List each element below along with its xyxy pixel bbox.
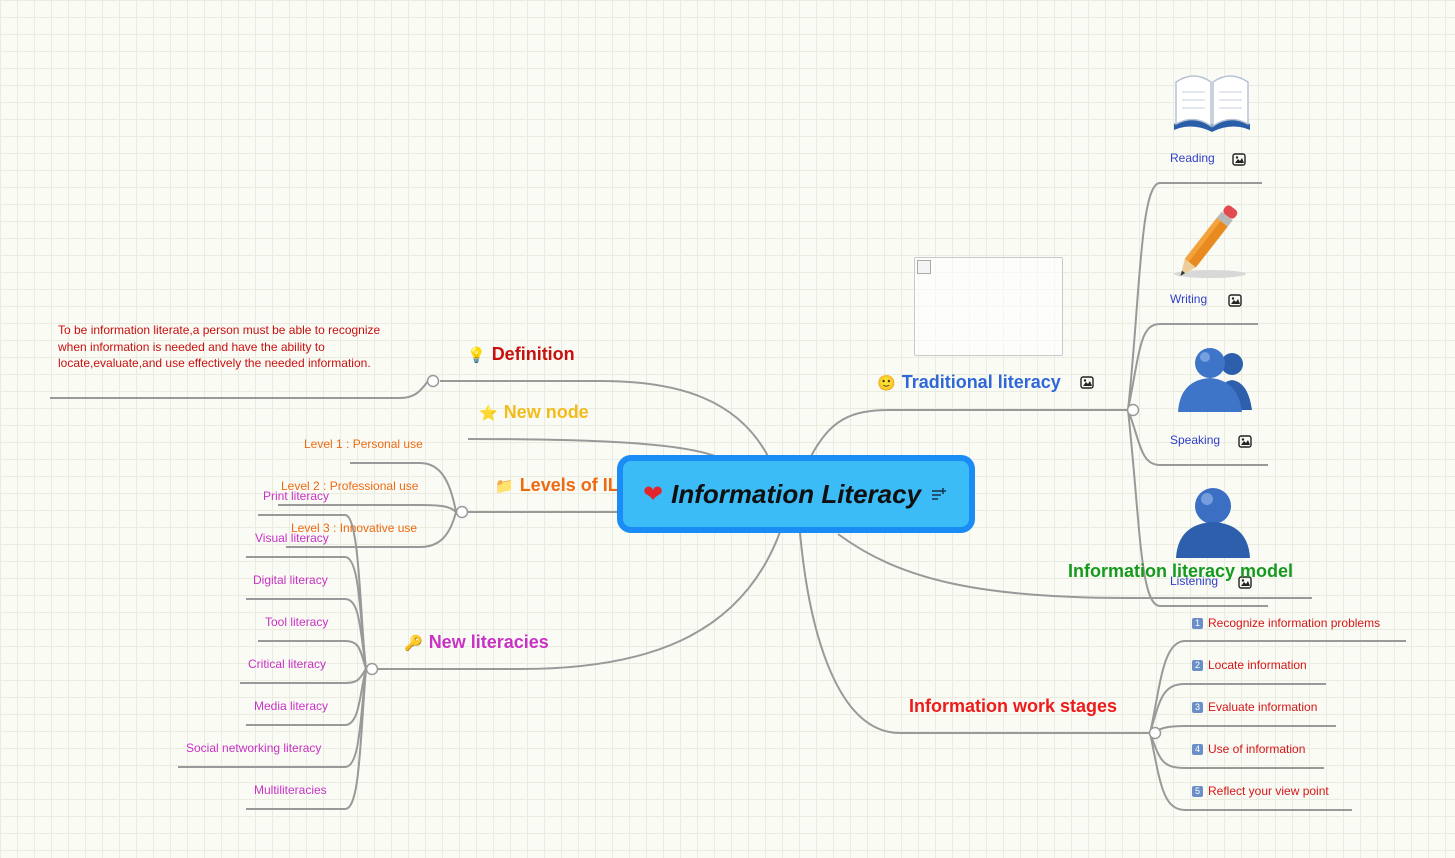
image-icon[interactable] [1228,294,1242,307]
level-item-2[interactable]: Level 2 : Professional use [281,479,419,493]
level-item-1[interactable]: Level 1 : Personal use [304,437,423,451]
topic-levels[interactable]: 📁Levels of IL [495,475,619,495]
topic-definition[interactable]: 💡Definition [467,344,575,364]
image-icon[interactable] [1232,153,1246,166]
literacy-item[interactable]: Print literacy [263,489,330,503]
level-item-3[interactable]: Level 3 : Innovative use [291,521,418,535]
pencil-icon [1174,205,1246,278]
literacy-item[interactable]: Multiliteracies [254,783,327,797]
traditional-item-writing[interactable]: Writing [1170,292,1208,306]
branch-collapse-definition[interactable] [426,374,440,388]
notes-icon[interactable] [931,487,947,501]
traditional-item-speaking[interactable]: Speaking [1170,433,1221,447]
literacy-item[interactable]: Tool literacy [265,615,329,629]
central-title: Information Literacy [671,478,922,509]
topic-model[interactable]: Information literacy model [1068,561,1294,581]
key-icon: 🔑 [404,634,423,652]
central-topic[interactable]: ❤ Information Literacy [617,455,975,533]
folder-icon: 📁 [495,477,514,495]
branch-collapse-new-literacies[interactable] [365,662,379,676]
book-icon [1174,75,1250,132]
image-icon[interactable] [1238,435,1252,448]
star-icon: ⭐ [479,404,498,422]
branch-collapse-stages[interactable] [1148,726,1162,740]
number-badge: 5 [1192,786,1203,797]
topic-new-literacies[interactable]: 🔑New literacies [404,632,549,652]
number-badge: 4 [1192,744,1203,755]
people-icon [1178,348,1252,412]
definition-note[interactable]: To be information literate,a person must… [58,323,381,370]
smiley-icon: 🙂 [877,374,896,392]
topic-traditional[interactable]: 🙂Traditional literacy [877,372,1061,392]
number-badge: 2 [1192,660,1203,671]
literacy-item[interactable]: Social networking literacy [186,741,322,755]
traditional-item-listening[interactable]: Listening [1170,574,1219,588]
branch-collapse-levels[interactable] [455,505,469,519]
image-icon[interactable] [1238,576,1252,589]
image-icon[interactable] [1080,376,1094,389]
literacy-item[interactable]: Digital literacy [253,573,328,587]
topic-new-node[interactable]: ⭐New node [479,402,589,422]
heart-icon: ❤ [643,480,664,508]
traditional-item-reading[interactable]: Reading [1170,151,1215,165]
literacy-item[interactable]: Media literacy [254,699,329,713]
number-badge: 3 [1192,702,1203,713]
number-badge: 1 [1192,618,1203,629]
literacy-item[interactable]: Visual literacy [255,531,329,545]
literacy-item[interactable]: Critical literacy [248,657,327,671]
lightbulb-icon: 💡 [467,346,486,364]
topic-stages[interactable]: Information work stages [909,696,1118,716]
branch-collapse-traditional[interactable] [1126,403,1140,417]
broken-image-placeholder [914,257,1063,356]
person-icon [1176,488,1250,558]
